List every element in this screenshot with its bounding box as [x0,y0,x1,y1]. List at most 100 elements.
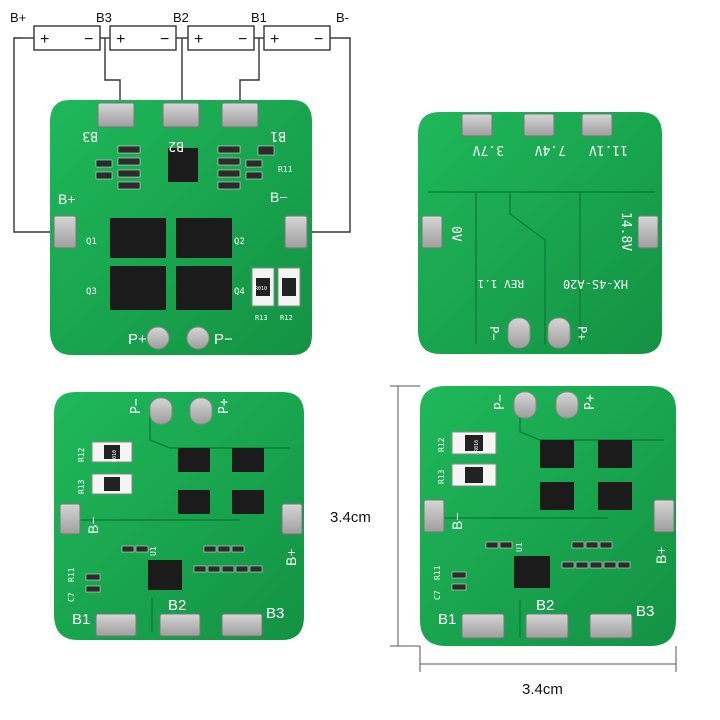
cell4-plus: + [270,31,279,48]
board-1-ic [168,148,198,182]
board-4-silk-bplus: B+ [653,546,669,564]
cell3-minus: − [238,31,247,48]
board-2: 11.1V 7.4V 3.7V 0V 14.8V HX-4S-A20 REV 1… [418,112,662,354]
cell1-plus: + [40,31,49,48]
board-1-silk-b1: B1 [270,128,286,143]
board-4: P− P+ R12 R13 B− B+ R11 C7 U1 R010 B1 B2… [420,386,676,646]
board-1-silk-res-code: R010 [255,286,267,292]
board-1-silk-r11: R11 [278,165,293,174]
board-1-silk-pminus: P− [214,331,233,348]
board-2-silk-v3: 3.7V [473,142,504,157]
board-1-silk-q1: Q1 [86,237,97,247]
label-b2: B2 [173,10,189,25]
board-2-silk-v1: 11.1V [589,142,628,157]
board-3-silk-bminus: B− [85,516,101,534]
board-4-silk-b2: B2 [536,597,554,614]
board-3-pad-bminus [59,503,81,535]
board-3: P− P+ R12 R13 B− B+ R11 C7 U1 R010 B1 B2… [54,392,304,640]
board-4-pad-b3 [589,613,633,639]
board-4-pad-bplus [653,499,675,533]
board-4-silk-res-code: R010 [474,440,480,452]
board-1-pad-bminus [284,215,308,249]
board-2-pcb [418,112,662,354]
board-3-silk-u1: U1 [149,546,158,556]
board-4-mosfet-1 [540,440,574,468]
board-1-silk-q3: Q3 [86,287,97,297]
board-3-silk-pplus: P+ [217,398,232,414]
board-1-mosfet-q1 [110,218,166,258]
board-3-silk-res-code: R010 [112,450,118,462]
board-2-silk-rev: REV 1.1 [478,277,524,290]
board-1-silk-r13: R13 [255,314,268,322]
board-4-pad-b1 [461,613,505,639]
board-1-mosfet-q4 [176,266,232,310]
board-3-silk-r12: R12 [77,447,86,462]
board-3-pad-b1 [95,613,137,637]
cell1-minus: − [84,31,93,48]
cell2-minus: − [160,31,169,48]
board-2-silk-pplus: P+ [575,326,589,340]
board-4-silk-b1: B1 [438,611,456,628]
board-1-silk-bminus: B− [270,189,288,205]
dimension-height-label: 3.4cm [330,509,371,526]
board-1-silk-bplus: B+ [58,191,76,207]
board-1-pad-b1 [221,102,259,128]
board-1-silk-r12: R12 [280,314,293,322]
board-1-silk-b2: B2 [168,138,184,153]
board-3-mosfet-2 [232,448,264,472]
board-1: B3 B2 B1 B+ B− Q1 Q2 Q3 Q4 R11 R13 R12 R… [50,100,312,355]
board-3-ic [148,560,182,590]
cell-2 [109,25,177,51]
cell-3 [187,25,255,51]
board-1-pad-pminus [186,326,210,350]
board-3-pad-b2 [159,613,201,637]
board-3-mosfet-1 [178,448,210,472]
label-b3: B3 [96,10,112,25]
cell3-plus: + [194,31,203,48]
wiring-labels: B+ B3 B2 B1 B- + − + − + − + − [10,10,349,48]
board-4-pad-bminus [423,499,445,533]
board-4-pad-b2 [525,613,569,639]
dimension-lines [390,385,677,672]
label-bplus: B+ [10,10,26,25]
board-4-pad-pplus [555,391,579,419]
board-3-pad-pplus [189,397,213,425]
board-1-silk-pplus: P+ [128,331,147,348]
board-2-pad-top-1 [461,113,493,137]
board-3-mosfet-3 [178,490,210,514]
board-1-silk-q2: Q2 [234,237,245,247]
board-4-silk-bminus: B− [449,512,465,530]
board-1-pad-b2 [162,102,200,128]
board-1-pad-bplus [53,215,77,249]
board-3-pad-b3 [221,613,263,637]
board-4-silk-r12: R12 [437,437,446,452]
board-4-silk-b3: B3 [636,603,654,620]
board-4-silk-pplus: P+ [583,394,598,410]
board-1-mosfet-q3 [110,266,166,310]
label-bminus: B- [336,10,349,25]
board-3-pad-bplus [281,503,303,535]
board-3-silk-b3: B3 [266,605,284,622]
board-2-pad-right [637,215,659,249]
board-3-silk-b1: B1 [72,611,90,628]
board-3-silk-c7: C7 [67,592,76,602]
board-3-silk-bplus: B+ [283,548,299,566]
board-3-pad-pminus [149,397,173,425]
board-1-pad-b3 [97,102,135,128]
board-4-mosfet-3 [540,482,574,510]
board-2-pad-top-2 [523,113,555,137]
board-3-mosfet-4 [232,490,264,514]
board-4-silk-r13: R13 [437,469,446,484]
board-3-silk-b2: B2 [168,597,186,614]
board-2-pad-pminus [507,317,531,349]
board-1-silk-q4: Q4 [234,287,245,297]
board-1-pad-pplus [146,326,170,350]
board-3-silk-r11: R11 [67,567,76,582]
board-1-mosfet-q2 [176,218,232,258]
board-2-silk-v0: 0V [448,226,463,242]
board-4-pad-pminus [513,391,537,419]
board-3-silk-r13: R13 [77,479,86,494]
board-2-silk-model: HX-4S-A20 [563,277,628,291]
board-4-silk-u1: U1 [515,542,524,552]
